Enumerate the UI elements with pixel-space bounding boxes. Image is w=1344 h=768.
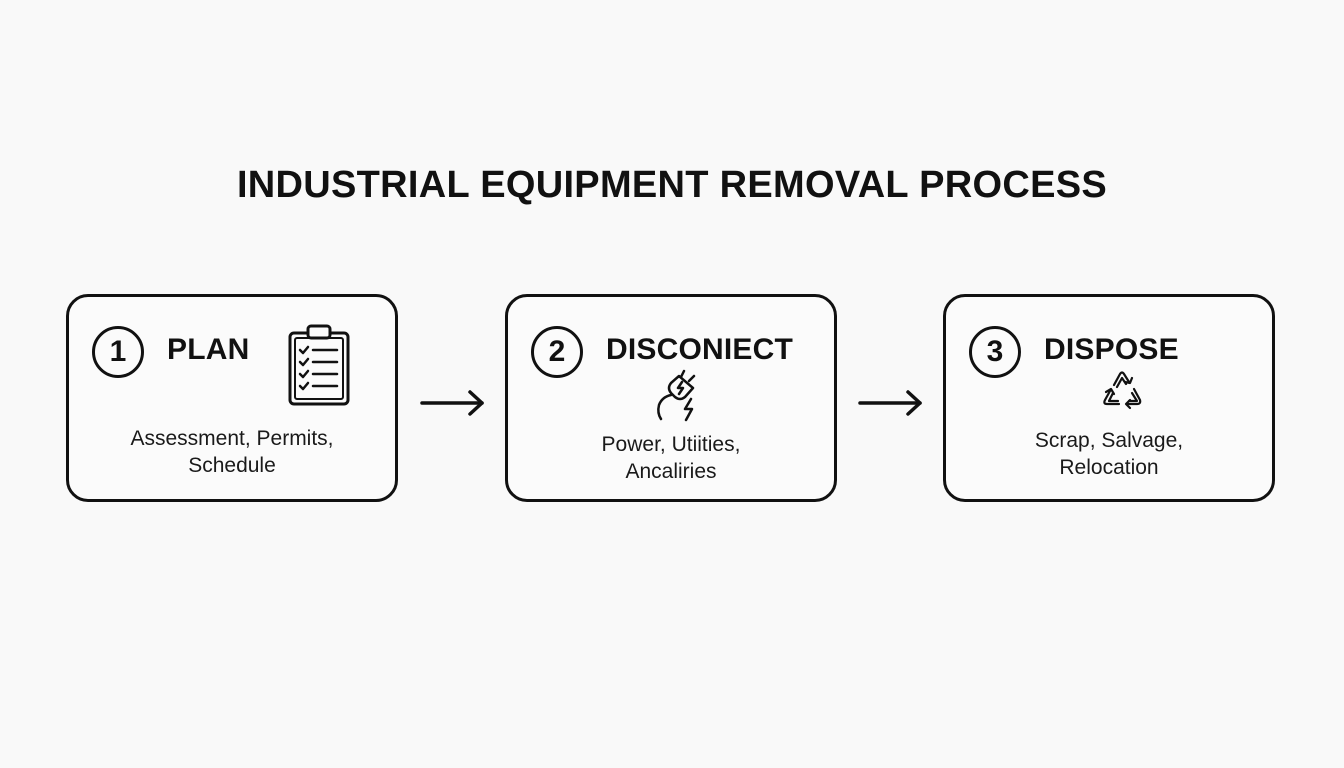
step-title: PLAN bbox=[167, 333, 250, 366]
step-description-line: Ancaliries bbox=[625, 460, 717, 483]
flow-arrow-icon bbox=[420, 390, 484, 416]
flow-arrow-icon bbox=[858, 390, 922, 416]
step-description: Power, Utiities, Ancaliries bbox=[508, 431, 834, 485]
step-description-line: Scrap, Salvage, bbox=[1034, 429, 1184, 452]
step-title: DISCONIECT bbox=[606, 333, 794, 366]
step-description-line: Schedule bbox=[188, 454, 276, 477]
step-dispose-box: 3 DISPOSE Scrap, Salvage, Relocation bbox=[943, 294, 1275, 502]
step-plan-box: 1 PLAN Assessment, Permits, Schedule bbox=[66, 294, 398, 502]
step-description-line: Assessment, Permits, bbox=[130, 427, 334, 450]
electric-plug-icon bbox=[657, 369, 696, 422]
step-description: Assessment, Permits, Schedule bbox=[69, 425, 395, 479]
page-title: INDUSTRIAL EQUIPMENT REMOVAL PROCESS bbox=[236, 164, 1108, 206]
step-description: Scrap, Salvage, Relocation bbox=[946, 427, 1272, 481]
recycle-icon bbox=[1103, 371, 1142, 410]
step-disconnect-box: 2 DISCONIECT Power, Utiities, Ancaliries bbox=[505, 294, 837, 502]
step-number-badge: 1 bbox=[92, 326, 144, 378]
step-title: DISPOSE bbox=[1044, 333, 1179, 366]
step-description-line: Relocation bbox=[1059, 456, 1159, 479]
step-number-badge: 2 bbox=[531, 326, 583, 378]
step-number-badge: 3 bbox=[969, 326, 1021, 378]
clipboard-checklist-icon bbox=[288, 324, 350, 406]
step-description-line: Power, Utiities, bbox=[601, 433, 741, 456]
